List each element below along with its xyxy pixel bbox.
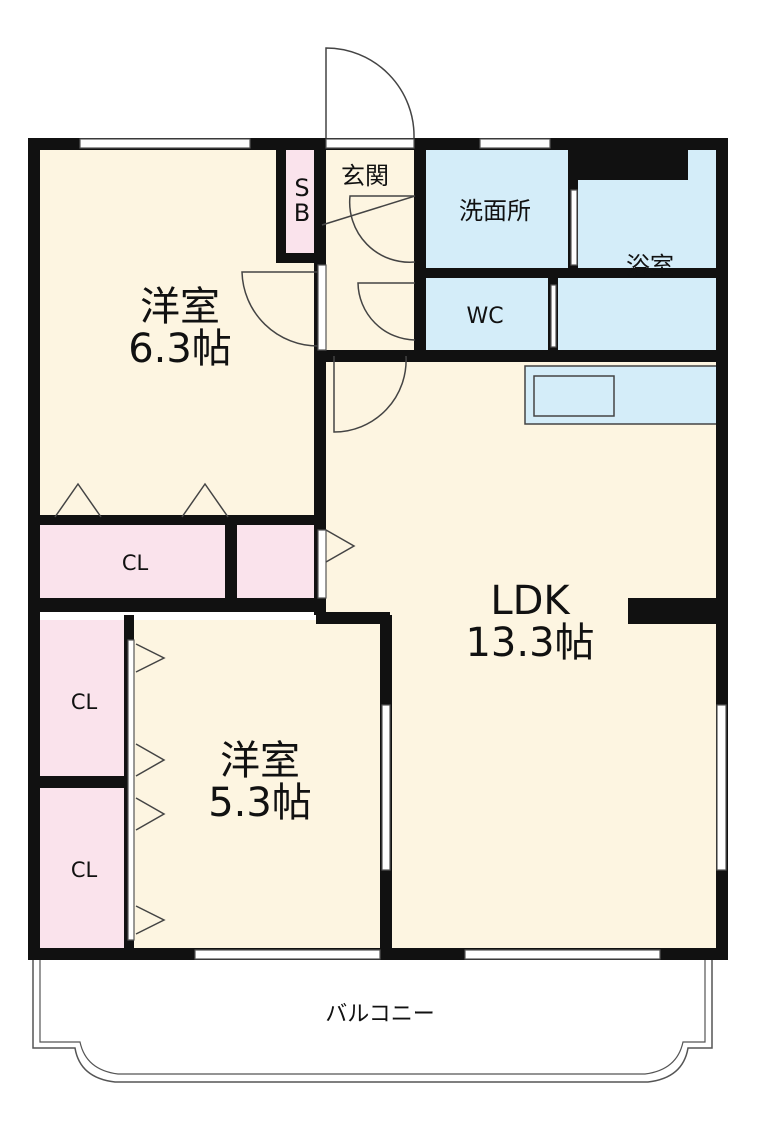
closet-1-label: CL (121, 551, 149, 575)
closet-3-floor (37, 786, 130, 953)
closet-2-label: CL (70, 690, 98, 714)
shoe-box-b: B (293, 199, 311, 228)
western-room-1-floor (37, 145, 320, 523)
ldk-size: 13.3帖 (465, 620, 595, 666)
western-room-1-name: 洋室 (140, 284, 220, 330)
closet-door-markers (54, 482, 356, 935)
shoe-box-s: S (294, 174, 310, 202)
windows (79, 138, 727, 960)
western-room-2-name: 洋室 (220, 738, 300, 784)
balcony-inner-outline (39, 958, 706, 1075)
western-room-2-size: 5.3帖 (208, 780, 312, 826)
western-room-2-floor (130, 620, 384, 953)
closet-3-label: CL (70, 858, 98, 882)
doors (241, 47, 416, 433)
entrance-label: 玄関 (341, 162, 389, 190)
ldk-label: LDK 13.3帖 (430, 580, 630, 664)
room1-door-swing (241, 271, 319, 347)
balcony-outline (32, 958, 713, 1083)
ldk-name: LDK (490, 578, 570, 624)
washroom-floor (420, 145, 573, 273)
bathroom-label: 浴室 (626, 252, 674, 280)
toilet-door-swing (357, 282, 416, 341)
closet-1-floor (37, 523, 230, 601)
entrance-door-swing (325, 47, 415, 139)
western-room-1-size: 6.3帖 (128, 326, 232, 372)
toilet-floor (420, 278, 553, 353)
shoebox-door (321, 195, 416, 226)
washroom-door-swing (348, 195, 416, 263)
balcony-label: バルコニー (325, 1002, 435, 1027)
western-room-1-label: 洋室 6.3帖 (100, 286, 260, 370)
closet-small-floor (230, 523, 320, 601)
closet-2-floor (37, 620, 130, 780)
western-room-2-label: 洋室 5.3帖 (180, 740, 340, 824)
toilet-label: WC (466, 304, 504, 329)
shoe-box-label: S B (287, 174, 317, 228)
ldk-door-swing (333, 355, 407, 433)
kitchen-sink (533, 375, 615, 417)
washroom-label: 洗面所 (459, 197, 531, 225)
